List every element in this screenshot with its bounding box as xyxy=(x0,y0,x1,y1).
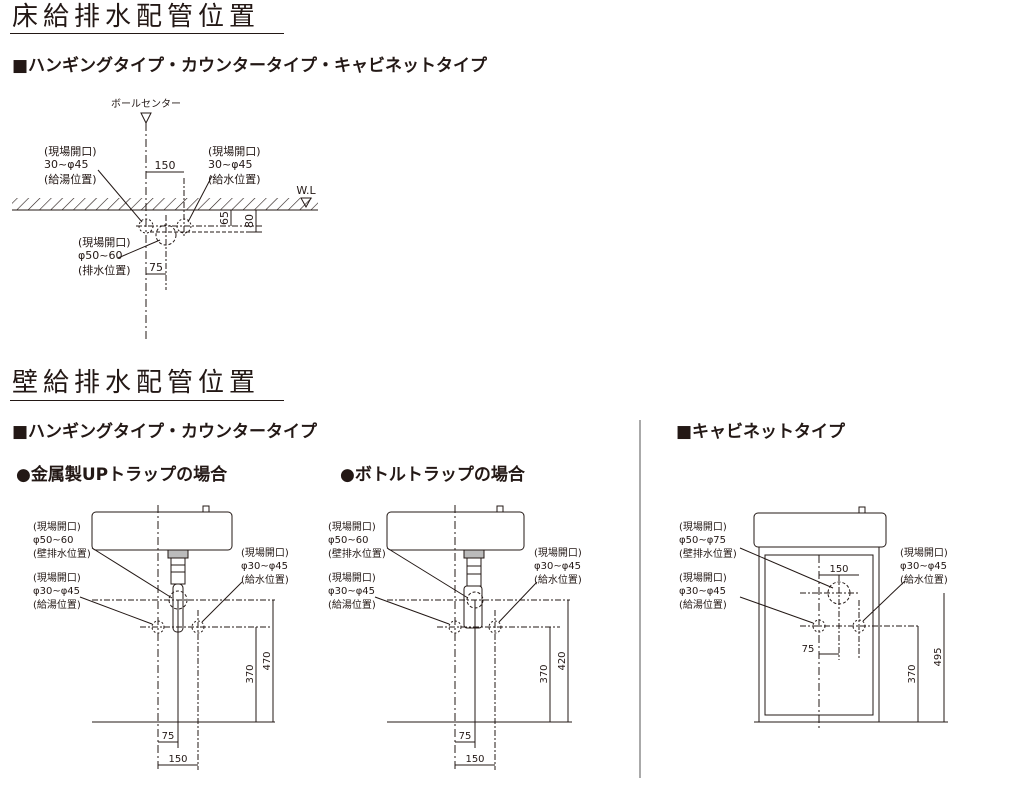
cabinet-diagram xyxy=(739,506,948,730)
cabinet-hot-position-label: (給湯位置) xyxy=(679,598,727,611)
cabinet-drain-opening-label: (現場開口) xyxy=(679,520,727,533)
bottle-cold-size-label: φ30~φ45 xyxy=(534,561,581,572)
metal-cold-opening-label: (現場開口) xyxy=(241,546,289,559)
floor-dim-150: 150 xyxy=(155,159,176,172)
floor-hatch xyxy=(12,198,318,210)
bottle-faucet-cap xyxy=(496,505,504,513)
metal-hot-size-label: φ30~φ45 xyxy=(33,586,80,597)
bottle-hot-leader xyxy=(374,596,450,625)
metal-drain-flange xyxy=(167,549,189,559)
hot-leader xyxy=(97,169,143,223)
cabinet-drain-position-label: (壁排水位置) xyxy=(679,547,737,560)
bottle-drain-size-label: φ50~60 xyxy=(328,535,368,546)
floor-drain-size-label: φ50~60 xyxy=(78,249,122,262)
cabinet-hot-opening-label: (現場開口) xyxy=(679,571,727,584)
cabinet-drain-size-label: φ50~φ75 xyxy=(679,535,726,546)
bottle-dim-370: 370 xyxy=(539,664,550,683)
floor-type-subheading: ■ハンギングタイプ・カウンタータイプ・キャビネットタイプ xyxy=(12,56,488,76)
floor-dim-75: 75 xyxy=(149,261,163,274)
floor-hot-position-label: (給湯位置) xyxy=(44,172,97,186)
metal-drain-position-label: (壁排水位置) xyxy=(33,547,91,560)
cabinet-drain-leader xyxy=(739,547,834,589)
cabinet-cold-leader xyxy=(862,580,906,622)
metal-drain-opening-label: (現場開口) xyxy=(33,520,81,533)
metal-hot-opening-label: (現場開口) xyxy=(33,571,81,584)
metal-trap-labels: (現場開口) φ50~60 (壁排水位置) (現場開口) φ30~φ45 (給湯… xyxy=(33,520,289,765)
floor-hot-size-label: 30~φ45 xyxy=(44,158,88,171)
floor-cold-size-label: 30~φ45 xyxy=(208,158,252,171)
wall-heading-underline xyxy=(10,400,284,401)
cabinet-dim-150: 150 xyxy=(829,564,848,575)
bottle-cold-opening-label: (現場開口) xyxy=(534,546,582,559)
metal-drain-size-label: φ50~60 xyxy=(33,535,73,546)
metal-cold-position-label: (給水位置) xyxy=(241,573,289,586)
cabinet-dim-495: 495 xyxy=(933,647,944,666)
drain-leader xyxy=(117,239,161,259)
floor-cold-position-label: (給水位置) xyxy=(208,172,261,186)
floor-drain-position-label: (排水位置) xyxy=(78,263,131,277)
metal-dim-370: 370 xyxy=(245,664,256,683)
cabinet-cold-opening-label: (現場開口) xyxy=(900,546,948,559)
bottle-cold-position-label: (給水位置) xyxy=(534,573,582,586)
bottle-drain-flange xyxy=(463,549,485,559)
floor-dim-80: 80 xyxy=(243,214,256,228)
metal-basin xyxy=(91,511,233,551)
cold-leader xyxy=(187,175,213,223)
floor-cold-opening-label: (現場開口) xyxy=(208,145,261,158)
metal-faucet-cap xyxy=(202,505,210,513)
wl-label: W.L xyxy=(296,184,316,197)
cabinet-hot-size-label: φ30~φ45 xyxy=(679,586,726,597)
cabinet-cold-size-label: φ30~φ45 xyxy=(900,561,947,572)
cabinet-hot-leader xyxy=(739,596,814,624)
wall-hanging-counter-subheading: ■ハンギングタイプ・カウンタータイプ xyxy=(12,422,318,442)
bottle-trap-caption: ●ボトルトラップの場合 xyxy=(340,465,525,485)
pole-center-marker xyxy=(140,112,152,125)
floor-drain-opening-label: (現場開口) xyxy=(78,236,131,249)
metal-hot-position-label: (給湯位置) xyxy=(33,598,81,611)
floor-hot-opening-label: (現場開口) xyxy=(44,145,97,158)
bottle-trap-body xyxy=(466,557,482,587)
bottle-hot-opening-label: (現場開口) xyxy=(328,571,376,584)
bottle-trap-cup xyxy=(463,585,483,629)
cabinet-labels: (現場開口) φ50~φ75 (壁排水位置) (現場開口) φ30~φ45 (給… xyxy=(679,520,948,684)
metal-dim-75: 75 xyxy=(162,731,175,742)
bottle-trap-diagram xyxy=(374,505,572,770)
floor-heading-underline xyxy=(10,33,284,34)
wall-piping-heading: 壁給排水配管位置 xyxy=(12,368,261,398)
cabinet-cold-position-label: (給水位置) xyxy=(900,573,948,586)
metal-drain-opening xyxy=(168,590,188,610)
wall-cabinet-subheading: ■キャビネットタイプ xyxy=(676,422,846,442)
bottle-hot-size-label: φ30~φ45 xyxy=(328,586,375,597)
floor-diagram xyxy=(12,112,318,340)
metal-dim-150: 150 xyxy=(168,754,187,765)
bottle-drain-opening-label: (現場開口) xyxy=(328,520,376,533)
bottle-drain-leader xyxy=(386,547,469,599)
metal-trap-diagram xyxy=(79,505,275,770)
bottle-trap-labels: (現場開口) φ50~60 (壁排水位置) (現場開口) φ30~φ45 (給湯… xyxy=(328,520,582,765)
metal-trap-body xyxy=(170,557,186,585)
bottle-hot-position-label: (給湯位置) xyxy=(328,598,376,611)
wl-marker xyxy=(300,197,312,209)
metal-dim-470: 470 xyxy=(262,651,273,670)
metal-up-trap-caption: ●金属製UPトラップの場合 xyxy=(16,465,228,485)
cabinet-basin xyxy=(753,512,887,548)
floor-labels: ボールセンター W.L (現場開口) 30~φ45 (給湯位置) (現場開口) … xyxy=(44,98,316,277)
cabinet-faucet-cap xyxy=(858,506,866,514)
bottle-drain-position-label: (壁排水位置) xyxy=(328,547,386,560)
metal-cold-size-label: φ30~φ45 xyxy=(241,561,288,572)
cabinet-dim-75: 75 xyxy=(802,644,815,655)
floor-dim-65: 65 xyxy=(218,211,231,225)
floor-piping-heading: 床給排水配管位置 xyxy=(12,2,261,32)
metal-cold-leader xyxy=(201,581,243,623)
bottle-dim-150: 150 xyxy=(465,754,484,765)
pole-center-label: ボールセンター xyxy=(111,98,181,110)
metal-hot-leader xyxy=(79,596,153,625)
bottle-cold-leader xyxy=(498,581,538,623)
bottle-dim-420: 420 xyxy=(557,651,568,670)
metal-drain-leader xyxy=(91,547,173,599)
bottle-dim-75: 75 xyxy=(459,731,472,742)
cabinet-dim-370: 370 xyxy=(907,664,918,683)
